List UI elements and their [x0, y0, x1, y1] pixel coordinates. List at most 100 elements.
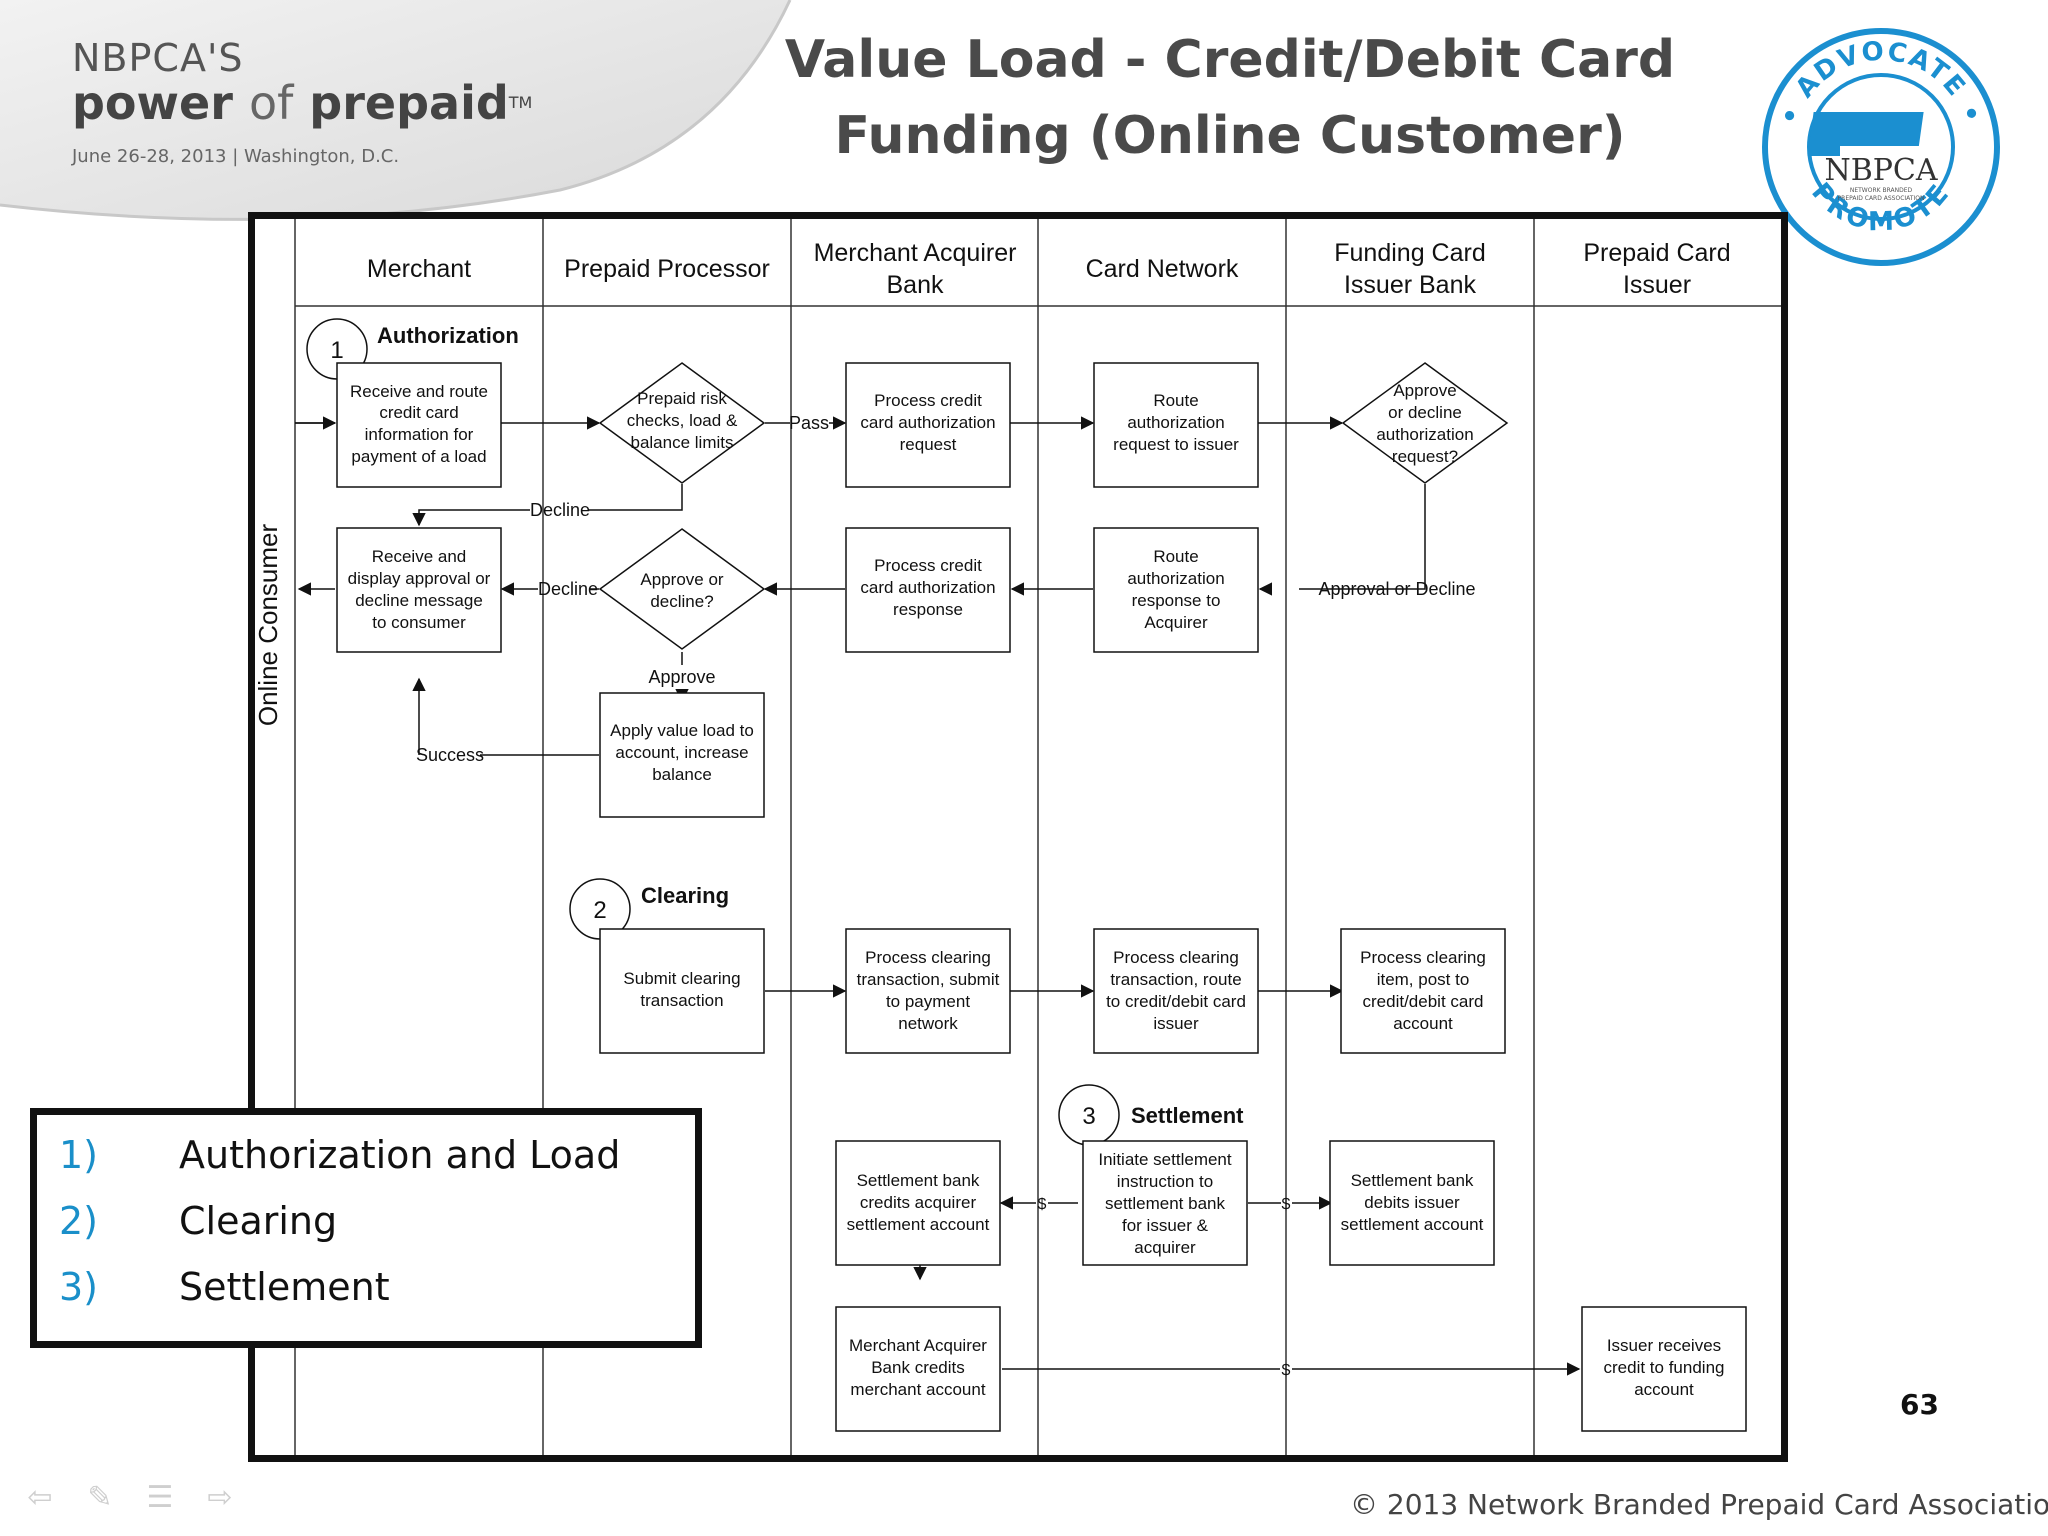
- box-text: credit card: [379, 403, 458, 422]
- decision-text: balance limits: [631, 433, 734, 452]
- decision-text: request?: [1392, 447, 1458, 466]
- box-text: Route: [1153, 547, 1198, 566]
- seal-tagline-2: PREPAID CARD ASSOCIATION: [1838, 195, 1925, 202]
- box-text: settlement account: [847, 1215, 990, 1234]
- nbpca-seal: EDUCATE • ADVOCATE • PROTECT PROMOTE NBP…: [1758, 24, 2001, 267]
- box-text: instruction to: [1117, 1172, 1213, 1191]
- box-text: account: [1393, 1014, 1453, 1033]
- decision-text: Approve or: [640, 570, 723, 589]
- box-text: Receive and: [372, 547, 467, 566]
- lane-header-acquirer-1: Merchant Acquirer: [814, 239, 1017, 267]
- lane-header-prepaid-processor: Prepaid Processor: [564, 255, 770, 283]
- legend-text: Clearing: [179, 1199, 338, 1243]
- decision-text: Prepaid risk: [637, 389, 727, 408]
- seal-center-text: NBPCA: [1824, 153, 1937, 188]
- process-box-submit-clearing: [599, 928, 765, 1054]
- process-box-issuer-clearing: [1340, 928, 1506, 1054]
- phase-1-number: 1: [330, 337, 343, 364]
- box-text: Process clearing: [1113, 948, 1239, 967]
- process-box-process-auth-response: [845, 527, 1011, 653]
- box-text: credits acquirer: [860, 1193, 977, 1212]
- lane-header-issuer-1: Prepaid Card: [1583, 239, 1730, 267]
- box-text: response: [893, 600, 963, 619]
- logo-prepaid: prepaid: [293, 76, 509, 130]
- box-text: payment of a load: [351, 447, 486, 466]
- label-success: Success: [416, 745, 484, 765]
- lane-header-card-network: Card Network: [1086, 255, 1239, 283]
- connectors: [295, 416, 1581, 1376]
- box-text: to payment: [886, 992, 970, 1011]
- box-text: to credit/debit card: [1106, 992, 1246, 1011]
- label-dollar-3: $: [1282, 1362, 1291, 1379]
- box-text: response to: [1132, 591, 1221, 610]
- box-text: account, increase: [615, 743, 748, 762]
- phase-2-label: Clearing: [641, 883, 729, 908]
- box-text: authorization: [1127, 413, 1224, 432]
- box-text: Process clearing: [1360, 948, 1486, 967]
- seal-tagline-1: NETWORK BRANDED: [1850, 187, 1913, 194]
- lane-header-merchant: Merchant: [367, 255, 471, 283]
- footer-copyright: © 2013 Network Branded Prepaid Card Asso…: [1350, 1488, 2048, 1521]
- box-text: merchant account: [850, 1380, 985, 1399]
- title-line1: Value Load - Credit/Debit Card: [784, 30, 1676, 90]
- decision-text: checks, load &: [627, 411, 738, 430]
- label-dollar-1: $: [1038, 1196, 1047, 1213]
- decision-text: authorization: [1376, 425, 1473, 444]
- lane-header-issuer-2: Issuer: [1623, 271, 1691, 299]
- box-text: Initiate settlement: [1098, 1150, 1232, 1169]
- process-box-debit-issuer: [1329, 1140, 1495, 1266]
- menu-icon[interactable]: ☰: [146, 1481, 174, 1514]
- process-box-route-to-issuer: [1093, 362, 1259, 488]
- header-swoosh: [0, 0, 792, 221]
- process-box-initiate-settlement: [1082, 1140, 1248, 1266]
- box-text: card authorization: [860, 413, 995, 432]
- box-text: credit/debit card: [1363, 992, 1484, 1011]
- next-slide-icon[interactable]: ⇨: [207, 1481, 233, 1514]
- box-text: Merchant Acquirer: [849, 1336, 987, 1355]
- box-text: decline message: [355, 591, 483, 610]
- box-text: Route: [1153, 391, 1198, 410]
- pool-label: Online Consumer: [255, 524, 283, 727]
- box-text: Receive and route: [350, 382, 488, 401]
- box-text: card authorization: [860, 578, 995, 597]
- phase-3-label: Settlement: [1131, 1103, 1244, 1128]
- process-box-credit-merchant: [835, 1306, 1001, 1432]
- lane-header-acquirer-2: Bank: [887, 271, 944, 299]
- phase-3-number: 3: [1082, 1103, 1095, 1130]
- label-approve: Approve: [648, 667, 715, 687]
- box-text: Apply value load to: [610, 721, 754, 740]
- logo-date: June 26-28, 2013 | Washington, D.C.: [72, 146, 400, 167]
- decision-risk-checks: [598, 362, 766, 484]
- decision-text: decline?: [650, 592, 713, 611]
- box-text: transaction, route: [1110, 970, 1241, 989]
- phase-2-number: 2: [593, 897, 606, 924]
- box-text: authorization: [1127, 569, 1224, 588]
- decision-approve-decline-request: [1341, 362, 1509, 484]
- previous-slide-icon[interactable]: ⇦: [27, 1481, 53, 1514]
- box-text: display approval or: [348, 569, 491, 588]
- legend-number: 2): [59, 1199, 99, 1243]
- decision-approve-decline: [598, 528, 766, 650]
- slide-nav-controls: ⇦ ✎ ☰ ⇨: [20, 1478, 260, 1518]
- lane-header-funding-2: Issuer Bank: [1344, 271, 1477, 299]
- box-text: item, post to: [1377, 970, 1470, 989]
- box-text: Bank credits: [871, 1358, 965, 1377]
- process-box-receive-route: [336, 362, 502, 488]
- box-text: credit to funding: [1604, 1358, 1725, 1377]
- label-pass: Pass: [789, 413, 829, 433]
- box-text: Process credit: [874, 556, 982, 575]
- legend-number: 1): [59, 1133, 99, 1177]
- logo-line2: power of prepaidTM: [72, 80, 532, 126]
- phase-legend: 1) Authorization and Load 2) Clearing 3)…: [30, 1108, 702, 1348]
- process-box-process-auth-request: [845, 362, 1011, 488]
- process-box-acquirer-clearing: [845, 928, 1011, 1054]
- phase-3-marker: 3 Settlement: [1058, 1084, 1244, 1146]
- box-text: to consumer: [372, 613, 466, 632]
- logo-power: power: [72, 76, 249, 130]
- box-text: Settlement bank: [857, 1171, 980, 1190]
- box-text: transaction: [640, 991, 723, 1010]
- box-text: Settlement bank: [1351, 1171, 1474, 1190]
- label-approval-or-decline: Approval or Decline: [1318, 579, 1475, 599]
- legend-number: 3): [59, 1265, 99, 1309]
- pen-icon[interactable]: ✎: [87, 1481, 113, 1514]
